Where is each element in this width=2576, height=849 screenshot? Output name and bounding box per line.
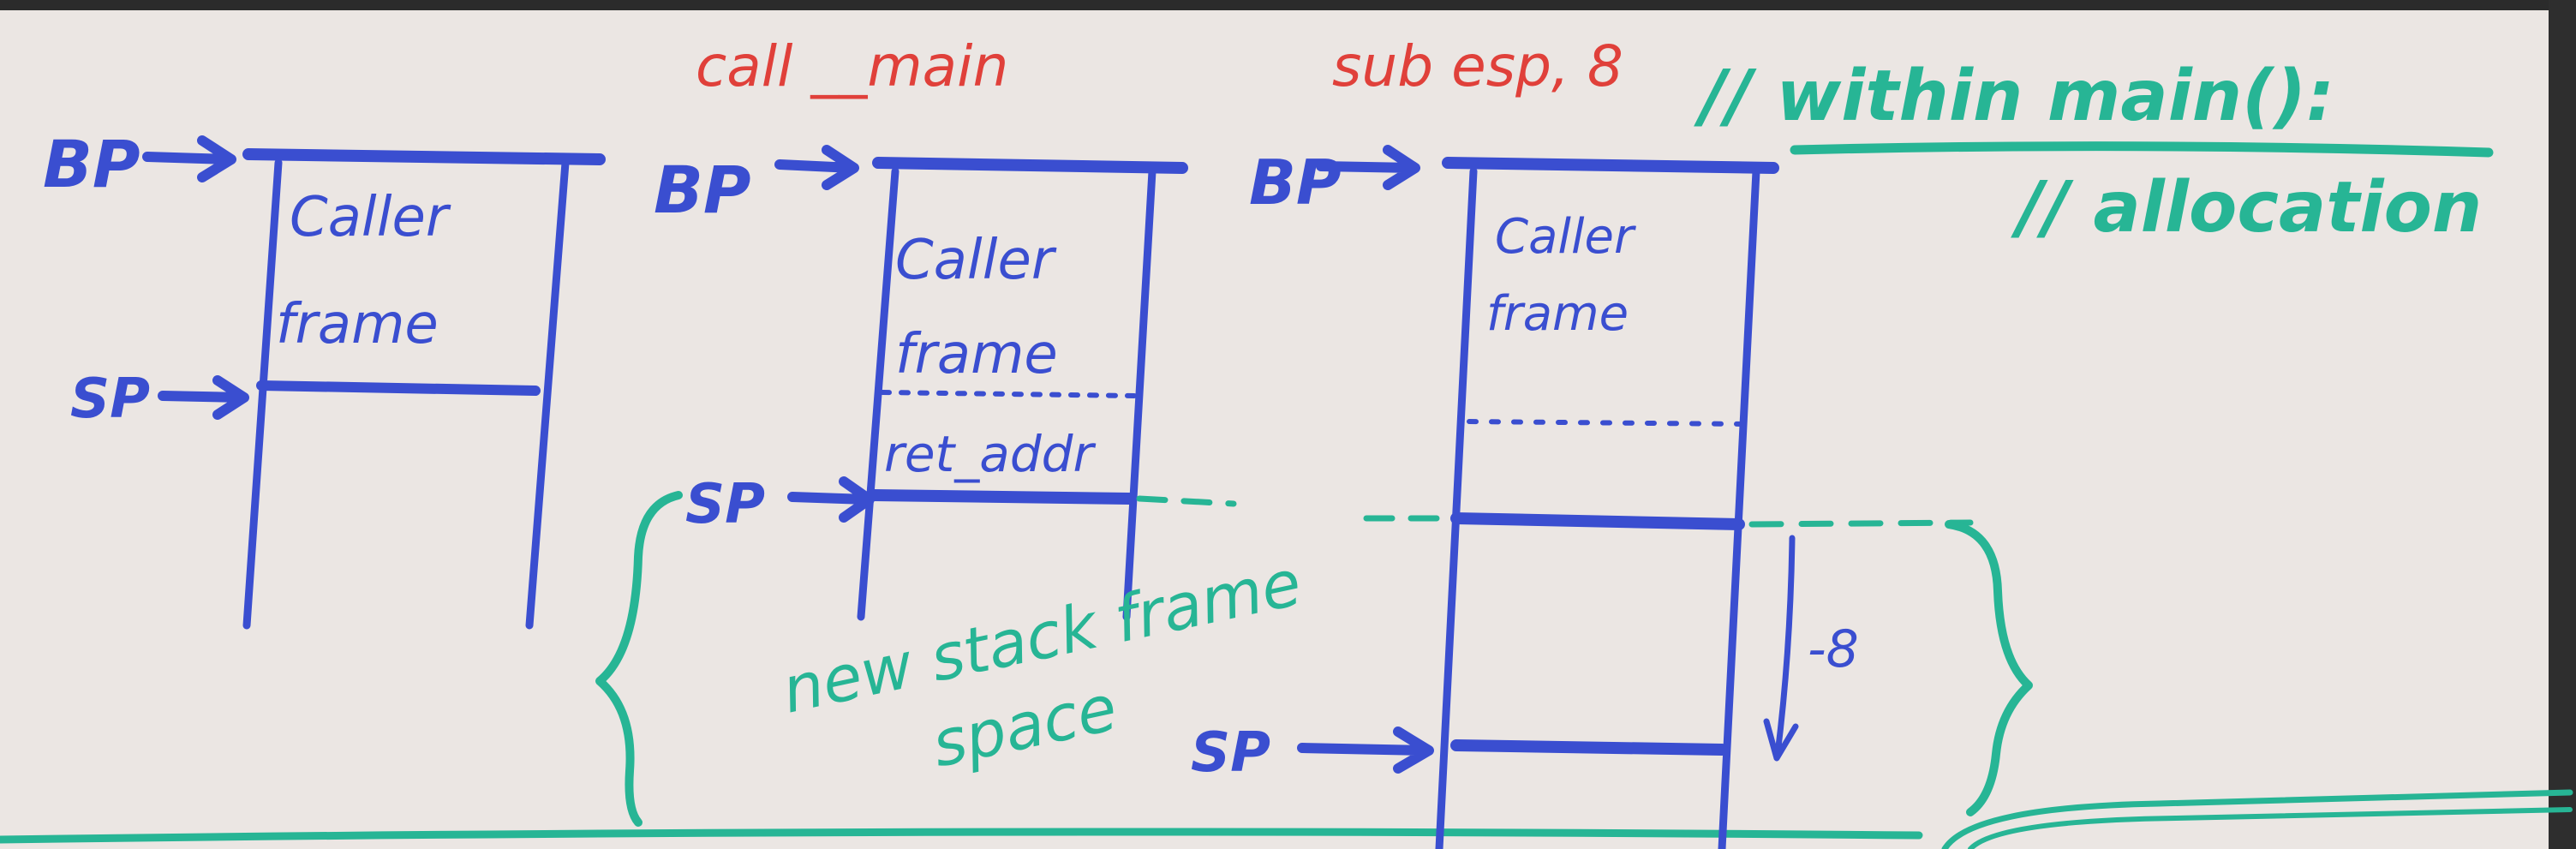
dashed-connector-left	[1136, 495, 1237, 507]
stage-sub-esp: sub esp, 8 BP SP Caller frame -8	[1191, 33, 1859, 849]
stage-call-main: call __main BP SP Caller frame ret_addr	[654, 33, 1188, 621]
frame-label-line-1: Caller	[290, 186, 451, 249]
bp-arrow-icon	[142, 135, 236, 182]
bp-label: BP	[1249, 146, 1342, 218]
stack-column	[242, 148, 606, 630]
comment-underline	[1790, 141, 2494, 158]
sp-label: SP	[70, 368, 150, 431]
board-tray	[0, 789, 2573, 849]
comment-line-1: // within main():	[1694, 56, 2334, 137]
bp-arrow-icon	[1316, 145, 1420, 190]
frame-label-line-2: frame	[1486, 286, 1629, 342]
sp-arrow-icon	[1297, 726, 1434, 774]
frame-label-line-2: frame	[895, 323, 1058, 386]
instruction-label: sub esp, 8	[1332, 33, 1623, 99]
comment-line-2: // allocation	[2011, 167, 2482, 248]
stack-column	[1435, 157, 1779, 849]
bp-label: BP	[654, 152, 751, 228]
left-brace-icon	[595, 491, 683, 827]
dashed-connector-right	[1748, 519, 1974, 528]
stage-initial: BP SP Caller frame	[43, 126, 606, 630]
frame-label-line-1: Caller	[895, 229, 1057, 292]
stack-column	[857, 157, 1188, 621]
down-arrow-icon	[1763, 535, 1799, 762]
offset-label: -8	[1808, 619, 1859, 679]
sp-arrow-icon	[158, 375, 249, 420]
sp-label: SP	[1191, 721, 1270, 785]
frame-label-line-1: Caller	[1495, 209, 1636, 265]
bp-label: BP	[43, 126, 140, 202]
ret-addr-label: ret_addr	[884, 425, 1096, 483]
comment-block: // within main(): // allocation	[1694, 56, 2494, 248]
frame-label-line-2: frame	[276, 293, 439, 356]
board-top-frame	[0, 0, 2576, 10]
bp-arrow-icon	[774, 145, 859, 190]
sp-label: SP	[685, 473, 765, 536]
right-brace-icon	[1945, 520, 2033, 816]
board-right-frame	[2549, 0, 2576, 849]
instruction-label: call __main	[696, 33, 1008, 99]
